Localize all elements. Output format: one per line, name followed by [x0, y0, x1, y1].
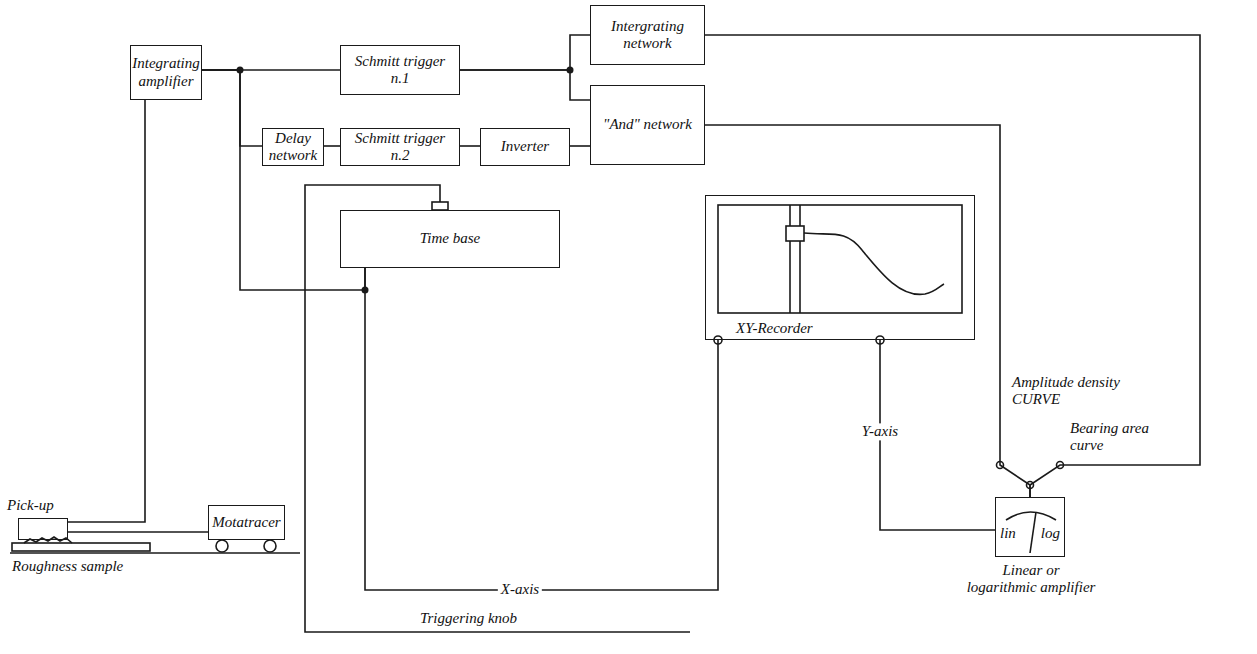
annotation-label: Triggering knob	[420, 610, 517, 627]
annotation-label: Bearing area curve	[1070, 420, 1165, 455]
signal-wire	[570, 145, 590, 147]
block-label: Time base	[420, 230, 480, 247]
pen-carriage	[786, 226, 804, 241]
block-box: Time base	[340, 210, 560, 268]
block-label: Pick-up	[7, 497, 54, 514]
block-label: lin	[1000, 525, 1016, 542]
signal-wire	[460, 35, 590, 70]
pen-bar	[799, 205, 801, 313]
block-label: "And" network	[603, 116, 692, 133]
block-box: Inverter	[480, 128, 570, 166]
signal-wire	[324, 145, 340, 147]
meter-scale	[1006, 512, 1056, 520]
sample-plate	[12, 543, 150, 551]
bench-line	[10, 552, 300, 554]
block-box: linlogLinear or logarithmic amplifier	[995, 497, 1065, 557]
wheel	[264, 540, 276, 552]
annotation-label: Roughness sample	[12, 558, 123, 575]
block-box: Intergrating network	[590, 5, 705, 65]
roughness-sample	[24, 537, 72, 543]
block-box: "And" network	[590, 85, 705, 165]
block-label: Motatracer	[212, 514, 280, 531]
signal-wire	[68, 100, 145, 522]
annotation-label: Amplitude density CURVE	[1012, 374, 1132, 409]
signal-wire	[202, 70, 262, 146]
signal-wire	[460, 70, 590, 100]
signal-wire	[705, 125, 1030, 497]
block-label: log	[1041, 525, 1060, 542]
block-box: Integrating amplifier	[130, 45, 202, 100]
pen-bar	[789, 205, 791, 313]
block-label: Schmitt trigger n.2	[345, 130, 455, 165]
signal-wire	[460, 145, 480, 147]
recorded-curve	[804, 233, 944, 294]
block-box: Schmitt trigger n.2	[340, 128, 460, 166]
block-box: Pick-up	[18, 518, 68, 540]
block-box: XY-Recorder	[705, 195, 975, 340]
signal-wire	[705, 35, 1200, 497]
meter-needle	[1030, 512, 1036, 553]
block-label: Integrating amplifier	[132, 55, 200, 90]
block-box: Schmitt trigger n.1	[340, 45, 460, 95]
axis-label: X-axis	[498, 581, 542, 598]
block-box: Delay network	[262, 128, 324, 166]
trigger-wire	[305, 185, 690, 632]
block-box: Motatracer	[208, 505, 285, 540]
block-label: Inverter	[501, 138, 549, 155]
block-label: Linear or logarithmic amplifier	[966, 562, 1096, 597]
block-label: XY-Recorder	[736, 320, 813, 337]
wheel	[216, 540, 228, 552]
recorder-screen	[718, 205, 962, 313]
trigger-knob	[432, 202, 448, 210]
block-label: Delay network	[267, 130, 319, 165]
axis-label: Y-axis	[859, 423, 901, 440]
block-label: Intergrating network	[595, 18, 700, 53]
signal-wire	[68, 531, 208, 533]
signal-wire	[365, 268, 718, 590]
block-label: Schmitt trigger n.1	[345, 53, 455, 88]
